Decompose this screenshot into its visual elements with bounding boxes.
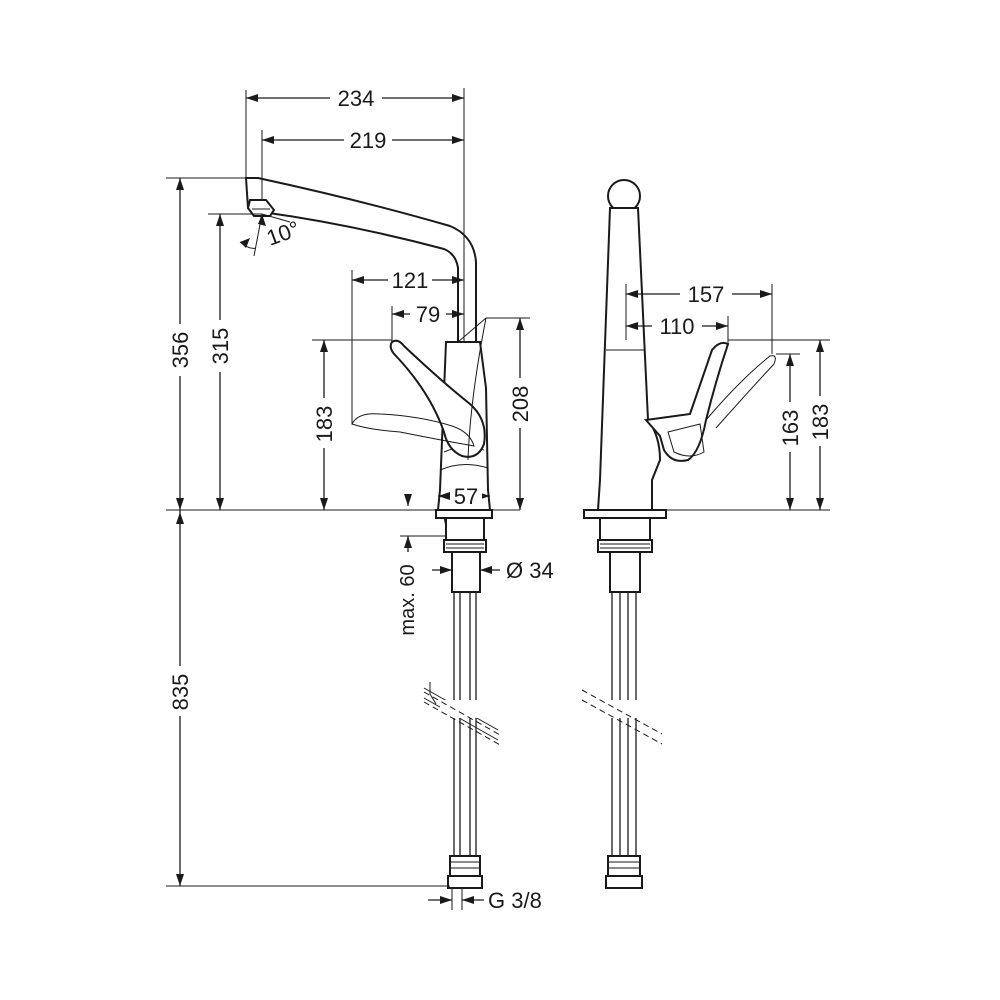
arrowheads (176, 94, 824, 904)
dim-356-label: 356 (168, 332, 193, 369)
dim-183-side-label: 183 (808, 404, 833, 441)
hose-fitting (449, 855, 481, 877)
dim-163-label: 163 (778, 410, 803, 447)
dim-79-label: 79 (416, 302, 440, 327)
dim-110-label: 110 (659, 314, 694, 339)
dim-219-label: 219 (350, 128, 387, 153)
side-column (596, 207, 662, 511)
side-lever-ghost (705, 355, 776, 429)
dim-diameter-label: Ø 34 (506, 558, 554, 583)
lever-handle (389, 339, 486, 458)
dim-max60-label: max. 60 (397, 564, 419, 635)
base-plate (435, 509, 493, 519)
dim-157-label: 157 (688, 282, 725, 307)
side-view (581, 179, 776, 889)
dim-835-label: 835 (168, 674, 193, 711)
dim-315-label: 315 (208, 328, 233, 365)
mounting-nut (443, 539, 487, 553)
side-base-plate (583, 509, 667, 519)
dim-121-label: 121 (392, 268, 429, 293)
front-view (244, 177, 503, 889)
dim-angle-label: 10° (263, 216, 303, 251)
dim-thread-label: G 3/8 (488, 888, 542, 913)
dim-57-label: 57 (454, 484, 478, 509)
dim-208-label: 208 (508, 386, 533, 423)
supply-hoses (453, 592, 477, 860)
shank-tube (451, 551, 481, 593)
dim-183-front-label: 183 (312, 406, 337, 443)
lever-ghost (351, 413, 475, 447)
dim-234-label: 234 (338, 86, 375, 111)
side-hoses (611, 592, 637, 860)
